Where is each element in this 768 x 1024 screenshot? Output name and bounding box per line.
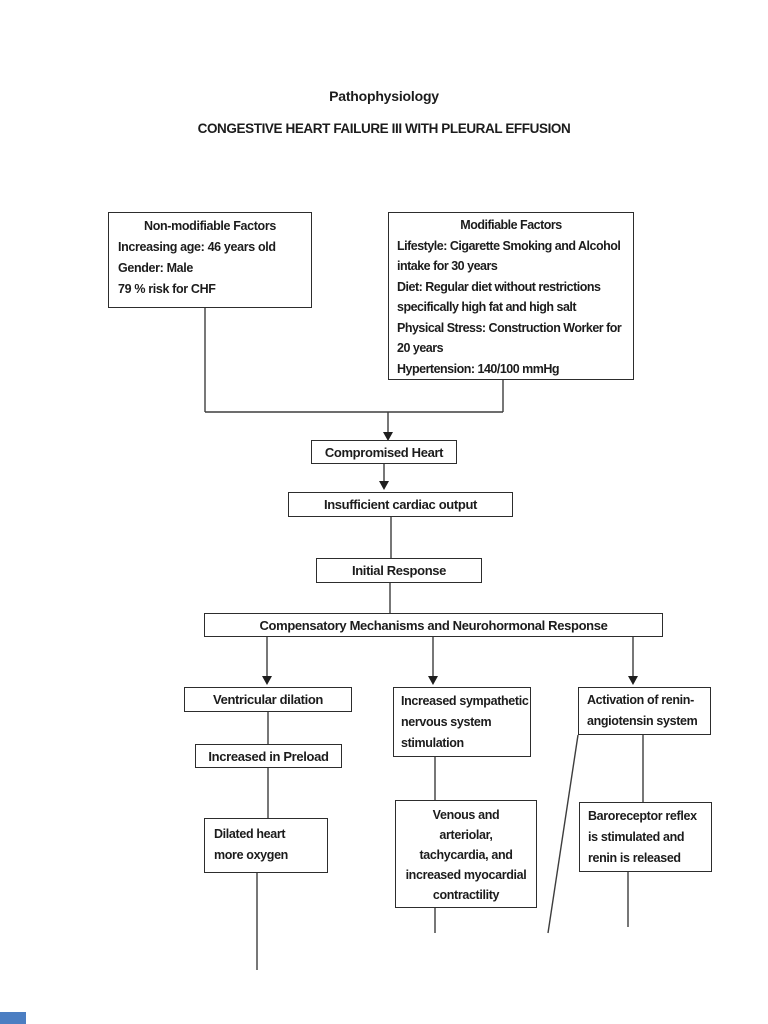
node-text-line: tachycardia, and	[419, 848, 513, 862]
node-text-line: arteriolar,	[439, 828, 493, 842]
node-text-line: 79 % risk for CHF	[118, 282, 216, 296]
node-text-line: Hypertension: 140/100 mmHg	[397, 361, 560, 376]
node-text-line: intake for 30 years	[397, 259, 498, 273]
node-sympathetic-stimulation: Increased sympathetic nervous system sti…	[393, 687, 531, 757]
node-ventricular-dilation: Ventricular dilation	[184, 687, 352, 712]
node-compensatory-mechanisms: Compensatory Mechanisms and Neurohormona…	[204, 613, 663, 637]
node-text-line: more oxygen	[214, 848, 288, 862]
node-text-line: renin is released	[588, 851, 681, 865]
node-text-line: Dilated heart	[214, 827, 286, 841]
node-dilated-heart: Dilated heart more oxygen	[204, 818, 328, 873]
node-text-line: specifically high fat and high salt	[397, 300, 577, 314]
node-text-line: contractility	[432, 888, 500, 902]
node-text-line: Increasing age: 46 years old	[118, 240, 276, 254]
node-text-line: Lifestyle: Cigarette Smoking and Alcohol	[397, 238, 621, 253]
node-modifiable-factors: Modifiable Factors Lifestyle: Cigarette …	[388, 212, 634, 380]
node-text-line: Activation of renin-	[587, 693, 694, 707]
page-title: Pathophysiology	[329, 88, 439, 104]
node-initial-response: Initial Response	[316, 558, 482, 583]
bottom-left-corner-accent	[0, 1012, 26, 1024]
node-renin-angiotensin-activation: Activation of renin- angiotensin system	[578, 687, 711, 735]
node-text-line: nervous system	[401, 715, 492, 729]
node-increased-preload: Increased in Preload	[195, 744, 342, 768]
node-text-line: 20 years	[397, 341, 444, 355]
node-title: Modifiable Factors	[460, 218, 562, 232]
node-insufficient-cardiac-output: Insufficient cardiac output	[288, 492, 513, 517]
node-text-line: Venous and	[432, 808, 500, 822]
node-text-line: Physical Stress: Construction Worker for	[397, 320, 622, 335]
node-text-line: stimulation	[401, 736, 464, 750]
node-text-line: Increased sympathetic	[401, 694, 529, 708]
page-subtitle: CONGESTIVE HEART FAILURE III WITH PLEURA…	[197, 121, 571, 136]
node-non-modifiable-factors: Non-modifiable Factors Increasing age: 4…	[108, 212, 312, 308]
node-text-line: Baroreceptor reflex	[588, 809, 697, 823]
node-text-line: Gender: Male	[118, 261, 193, 275]
node-compromised-heart: Compromised Heart	[311, 440, 457, 464]
node-text-line: angiotensin system	[587, 714, 698, 728]
node-venous-arteriolar-tachycardia: Venous and arteriolar, tachycardia, and …	[395, 800, 537, 908]
node-text-line: is stimulated and	[588, 830, 685, 844]
node-text-line: increased myocardial	[405, 868, 527, 882]
node-title: Non-modifiable Factors	[144, 219, 276, 233]
node-baroreceptor-reflex: Baroreceptor reflex is stimulated and re…	[579, 802, 712, 872]
node-text-line: Diet: Regular diet without restrictions	[397, 279, 601, 294]
